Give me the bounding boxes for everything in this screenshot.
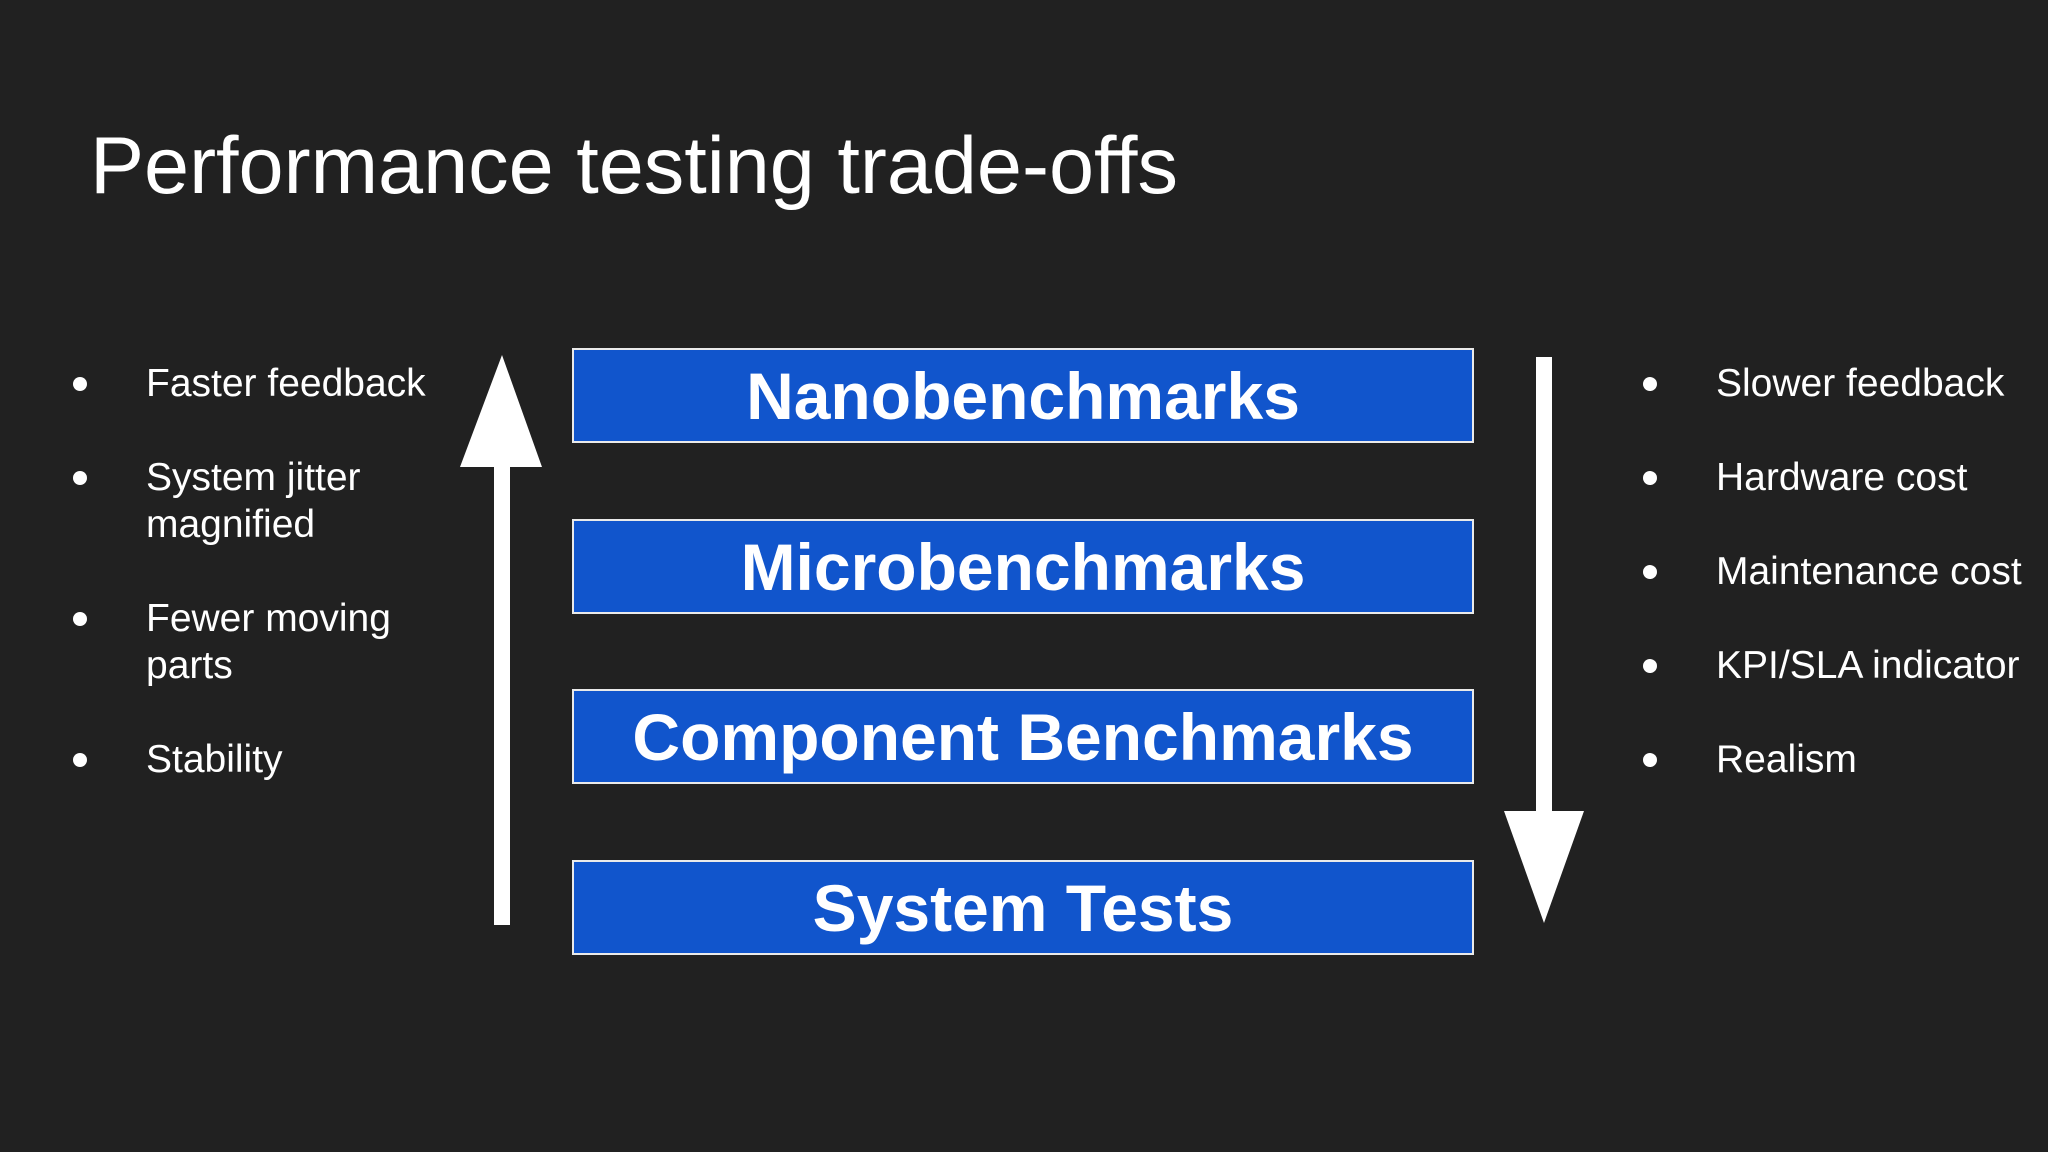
tier-label: Component Benchmarks [632, 699, 1414, 774]
bullet-icon [1643, 377, 1657, 391]
left-list-item: System jitter magnified [73, 454, 433, 548]
left-bullet-list: Faster feedback System jitter magnified … [73, 360, 433, 783]
tier-nanobenchmarks: Nanobenchmarks [572, 348, 1474, 443]
right-list-item: Slower feedback [1643, 360, 2033, 407]
left-list-item-text: Fewer moving parts [146, 597, 391, 687]
bullet-icon [73, 612, 87, 626]
right-bullet-list: Slower feedback Hardware cost Maintenanc… [1643, 360, 2033, 783]
bullet-icon [73, 377, 87, 391]
right-list-item: Hardware cost [1643, 454, 2033, 501]
bullet-icon [1643, 471, 1657, 485]
bullet-icon [1643, 565, 1657, 579]
tier-system-tests: System Tests [572, 860, 1474, 955]
left-list-item: Fewer moving parts [73, 595, 433, 689]
arrow-up-icon [460, 355, 542, 925]
right-list-item: Realism [1643, 736, 2033, 783]
bullet-icon [73, 753, 87, 767]
left-list-item: Stability [73, 736, 433, 783]
right-list-item-text: Realism [1716, 738, 1857, 781]
bullet-icon [73, 471, 87, 485]
tier-label: System Tests [812, 870, 1234, 945]
right-list-item-text: Maintenance cost [1716, 550, 2022, 593]
left-list-item-text: Faster feedback [146, 362, 426, 405]
right-list-item-text: KPI/SLA indicator [1716, 644, 2020, 687]
tier-component-benchmarks: Component Benchmarks [572, 689, 1474, 784]
tier-label: Nanobenchmarks [746, 358, 1300, 433]
left-list-item: Faster feedback [73, 360, 433, 407]
tier-microbenchmarks: Microbenchmarks [572, 519, 1474, 614]
bullet-icon [1643, 659, 1657, 673]
left-list-item-text: System jitter magnified [146, 456, 361, 546]
bullet-icon [1643, 753, 1657, 767]
arrow-down-icon [1504, 357, 1584, 923]
tier-label: Microbenchmarks [740, 529, 1306, 604]
right-list-item-text: Slower feedback [1716, 362, 2005, 405]
right-list-item: Maintenance cost [1643, 548, 2033, 595]
slide-title: Performance testing trade-offs [90, 121, 1179, 211]
left-list-item-text: Stability [146, 738, 283, 781]
right-list-item-text: Hardware cost [1716, 456, 1968, 499]
right-list-item: KPI/SLA indicator [1643, 642, 2033, 689]
